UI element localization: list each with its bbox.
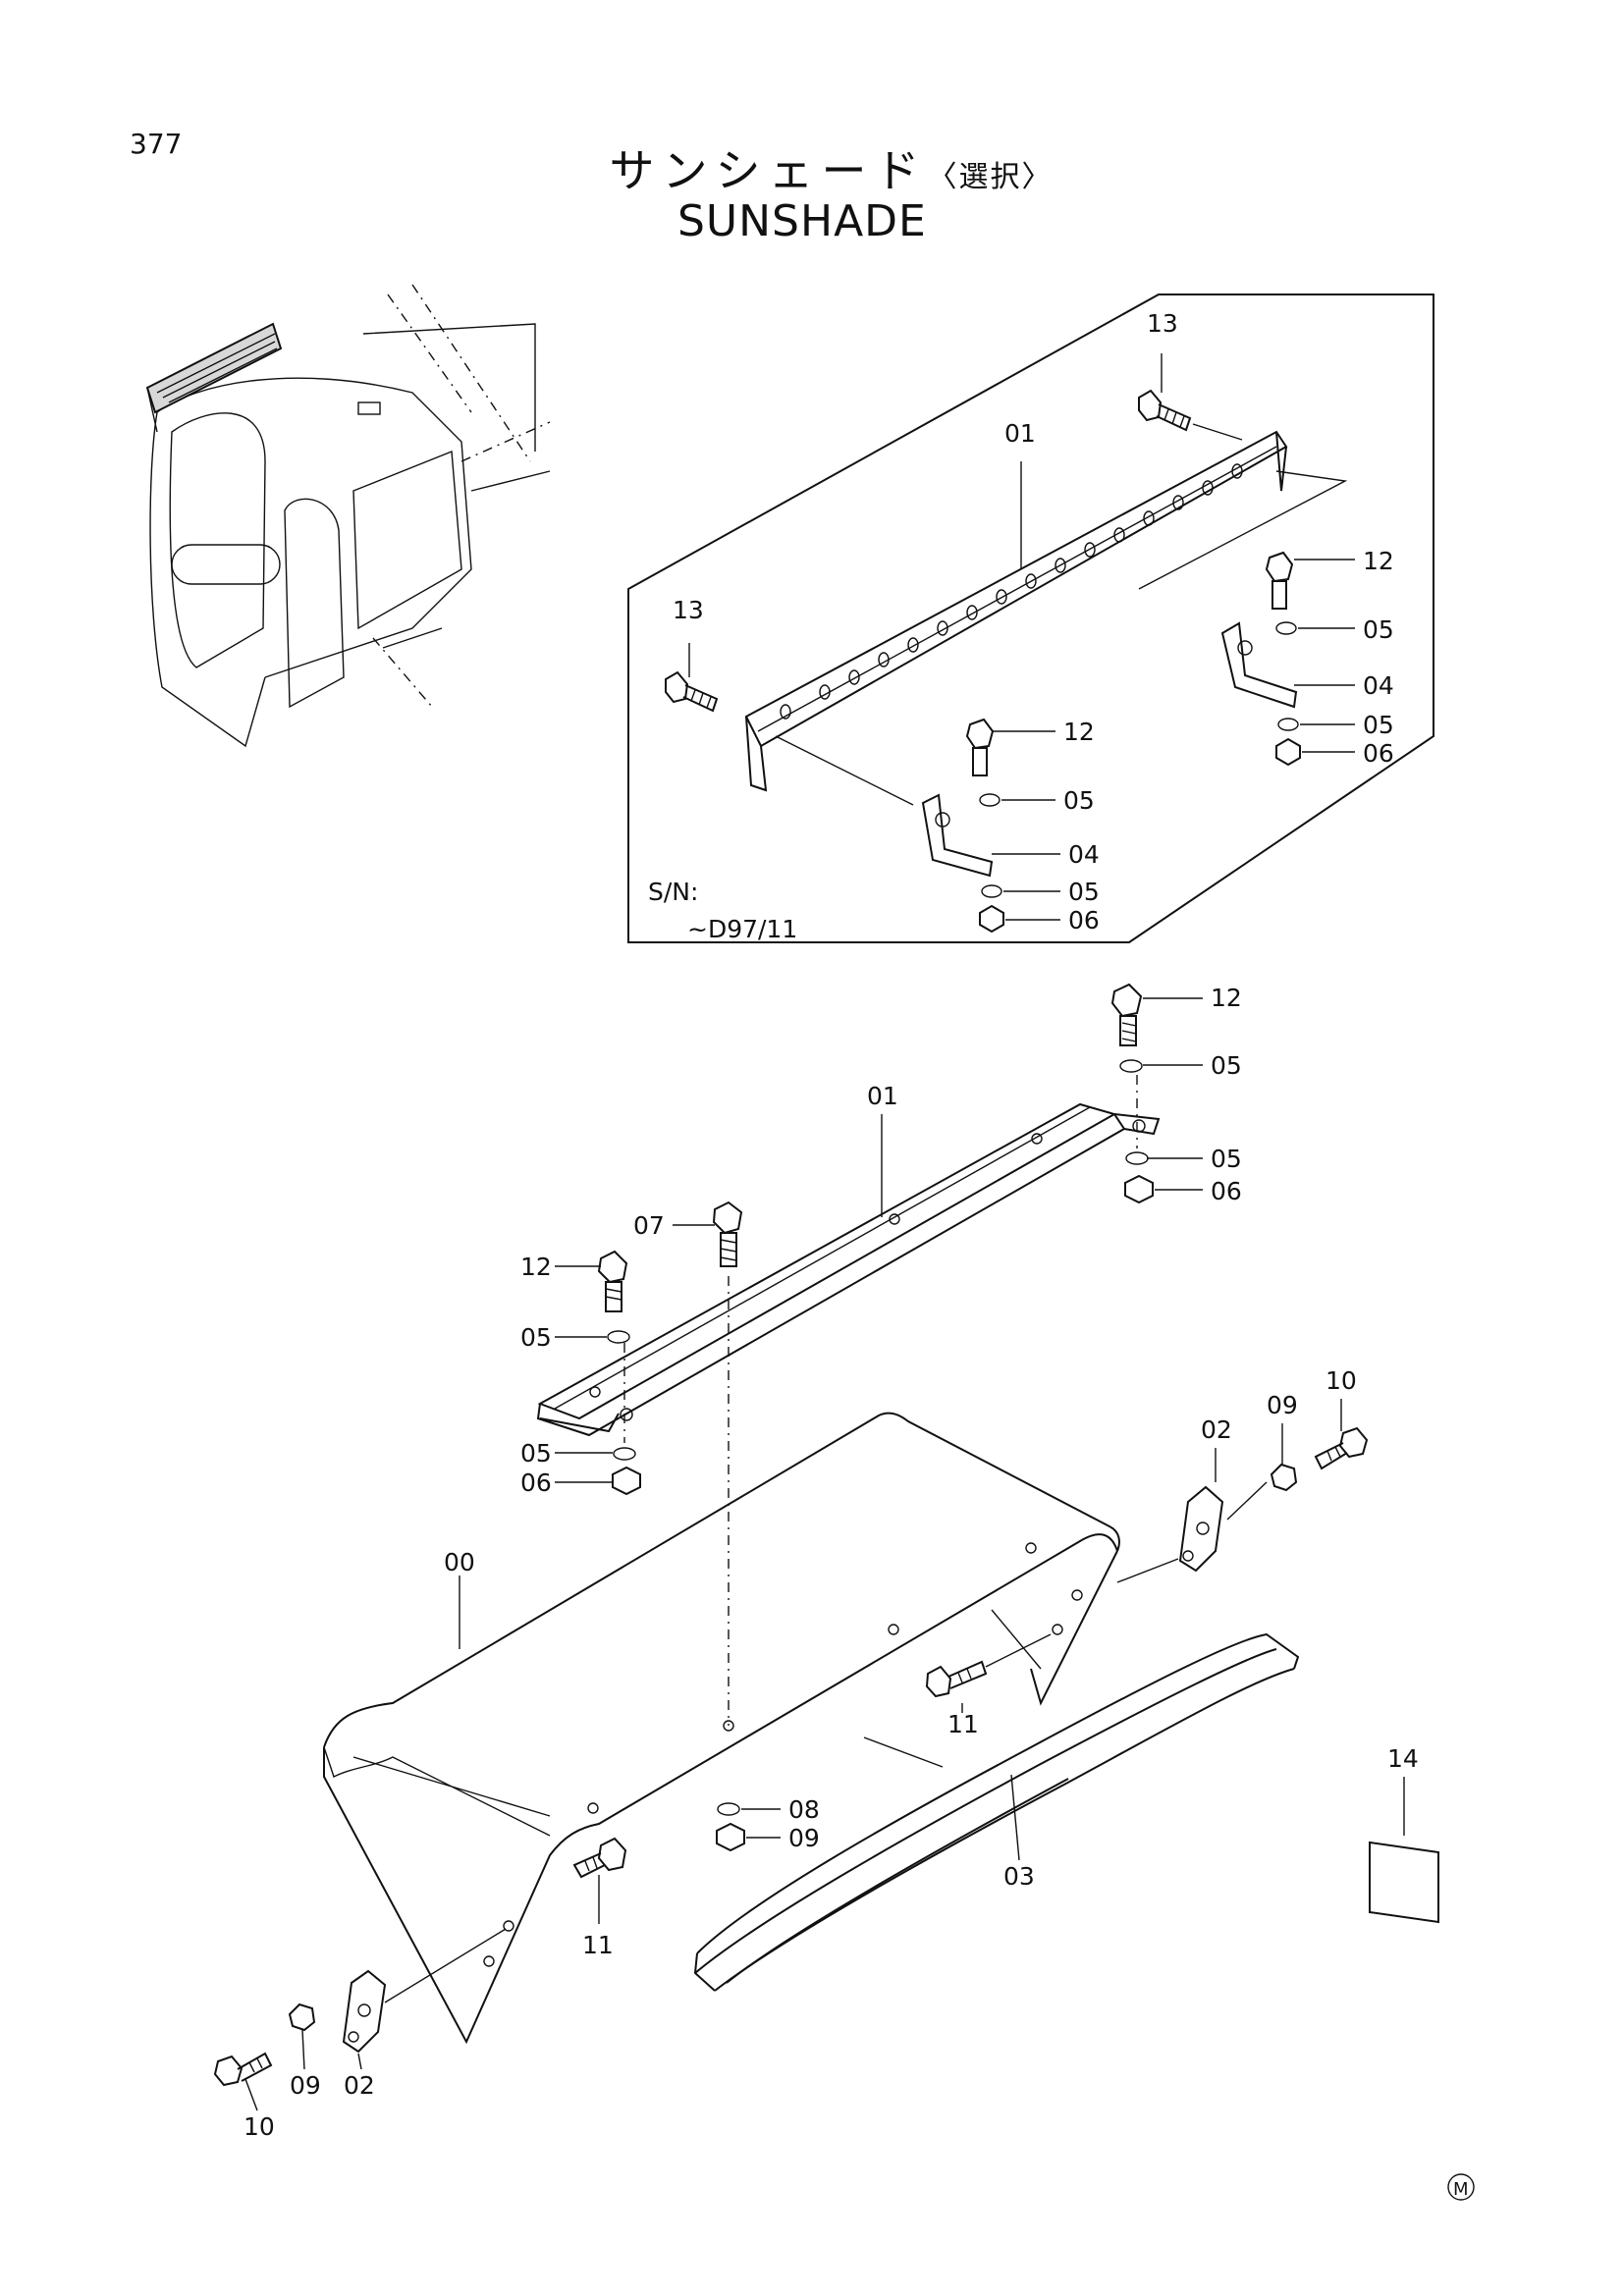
serial-range: ~D97/11 [687, 915, 797, 943]
callout-main-05-a: 05 [1211, 1051, 1242, 1080]
callout-inset-05-r1: 05 [1363, 615, 1394, 644]
callout-main-09-mid: 09 [788, 1824, 820, 1852]
main-fasteners-left [597, 1201, 743, 1496]
callout-main-08: 08 [788, 1795, 820, 1824]
main-assembly [213, 983, 1439, 2111]
callout-inset-04-right: 04 [1363, 671, 1394, 700]
callout-inset-05-r2: 05 [1363, 711, 1394, 739]
main-right-bracket [1116, 1426, 1369, 1583]
main-left-bracket [213, 1928, 507, 2087]
callout-main-11-mid: 11 [947, 1710, 979, 1738]
manufacturer-mark: M [1447, 2173, 1475, 2201]
callout-inset-05-m1: 05 [1063, 786, 1095, 815]
callout-inset-13-top: 13 [1147, 309, 1178, 338]
title-japanese-note: 〈選択〉 [927, 160, 1054, 194]
callout-inset-12-mid: 12 [1063, 718, 1095, 746]
main-seal [693, 1632, 1300, 1992]
inset-rail-holes [780, 463, 1243, 720]
callout-inset-04-mid: 04 [1068, 840, 1100, 869]
serial-label: S/N: [648, 878, 698, 906]
inset-mid-bracket [921, 718, 1004, 934]
callout-main-02-left: 02 [344, 2071, 375, 2100]
callout-inset-13-left: 13 [673, 596, 704, 624]
inset-bolt-13-top [1138, 389, 1243, 441]
main-fasteners-top-right [1110, 983, 1154, 1204]
title-japanese: サンシェード〈選択〉 [0, 135, 1623, 200]
inset-old-type [627, 294, 1434, 943]
page-number: 377 [130, 128, 183, 160]
main-bolt-11-low [572, 1837, 627, 1879]
callout-main-05-d: 05 [520, 1439, 552, 1468]
main-bolt-11-mid [925, 1633, 1052, 1698]
callout-inset-05-m2: 05 [1068, 878, 1100, 906]
callout-main-14: 14 [1387, 1744, 1419, 1773]
callout-inset-01: 01 [1004, 419, 1036, 448]
callout-main-05-b: 05 [1211, 1145, 1242, 1173]
callout-main-12-top: 12 [1211, 984, 1242, 1012]
inset-bolt-13-left [665, 670, 719, 713]
callout-main-06-b: 06 [520, 1468, 552, 1497]
callout-main-09-left: 09 [290, 2071, 321, 2100]
callout-main-07: 07 [633, 1211, 665, 1240]
title-japanese-main: サンシェード [609, 144, 928, 197]
callout-main-12-left: 12 [520, 1253, 552, 1281]
callout-inset-12-right: 12 [1363, 547, 1394, 575]
main-rail [536, 1102, 1161, 1437]
callout-main-06-a: 06 [1211, 1177, 1242, 1205]
callout-main-09-right: 09 [1267, 1391, 1298, 1419]
callout-main-01: 01 [867, 1082, 898, 1110]
callout-main-11-low: 11 [582, 1931, 614, 1959]
sunshade-panel [323, 1412, 1120, 2045]
callout-main-02-right: 02 [1201, 1415, 1232, 1444]
callout-main-10-right: 10 [1325, 1366, 1357, 1395]
inset-frame [627, 294, 1434, 943]
label-sticker [1369, 1841, 1439, 1924]
title-english: SUNSHADE [677, 196, 927, 246]
callout-inset-06-mid: 06 [1068, 906, 1100, 934]
callout-main-00: 00 [444, 1548, 475, 1576]
cab-overview [145, 284, 551, 748]
callout-main-10-left: 10 [243, 2112, 275, 2141]
callout-numbers: 13 13 01 12 05 04 05 06 12 05 04 05 06 S… [243, 309, 1419, 2141]
callout-main-05-c: 05 [520, 1323, 552, 1352]
main-washer-nut-08-09 [716, 1802, 745, 1852]
callout-inset-06-right: 06 [1363, 739, 1394, 768]
inset-right-bracket [1220, 551, 1301, 767]
mark-letter: M [1453, 2179, 1469, 2200]
callout-main-03: 03 [1003, 1862, 1035, 1891]
